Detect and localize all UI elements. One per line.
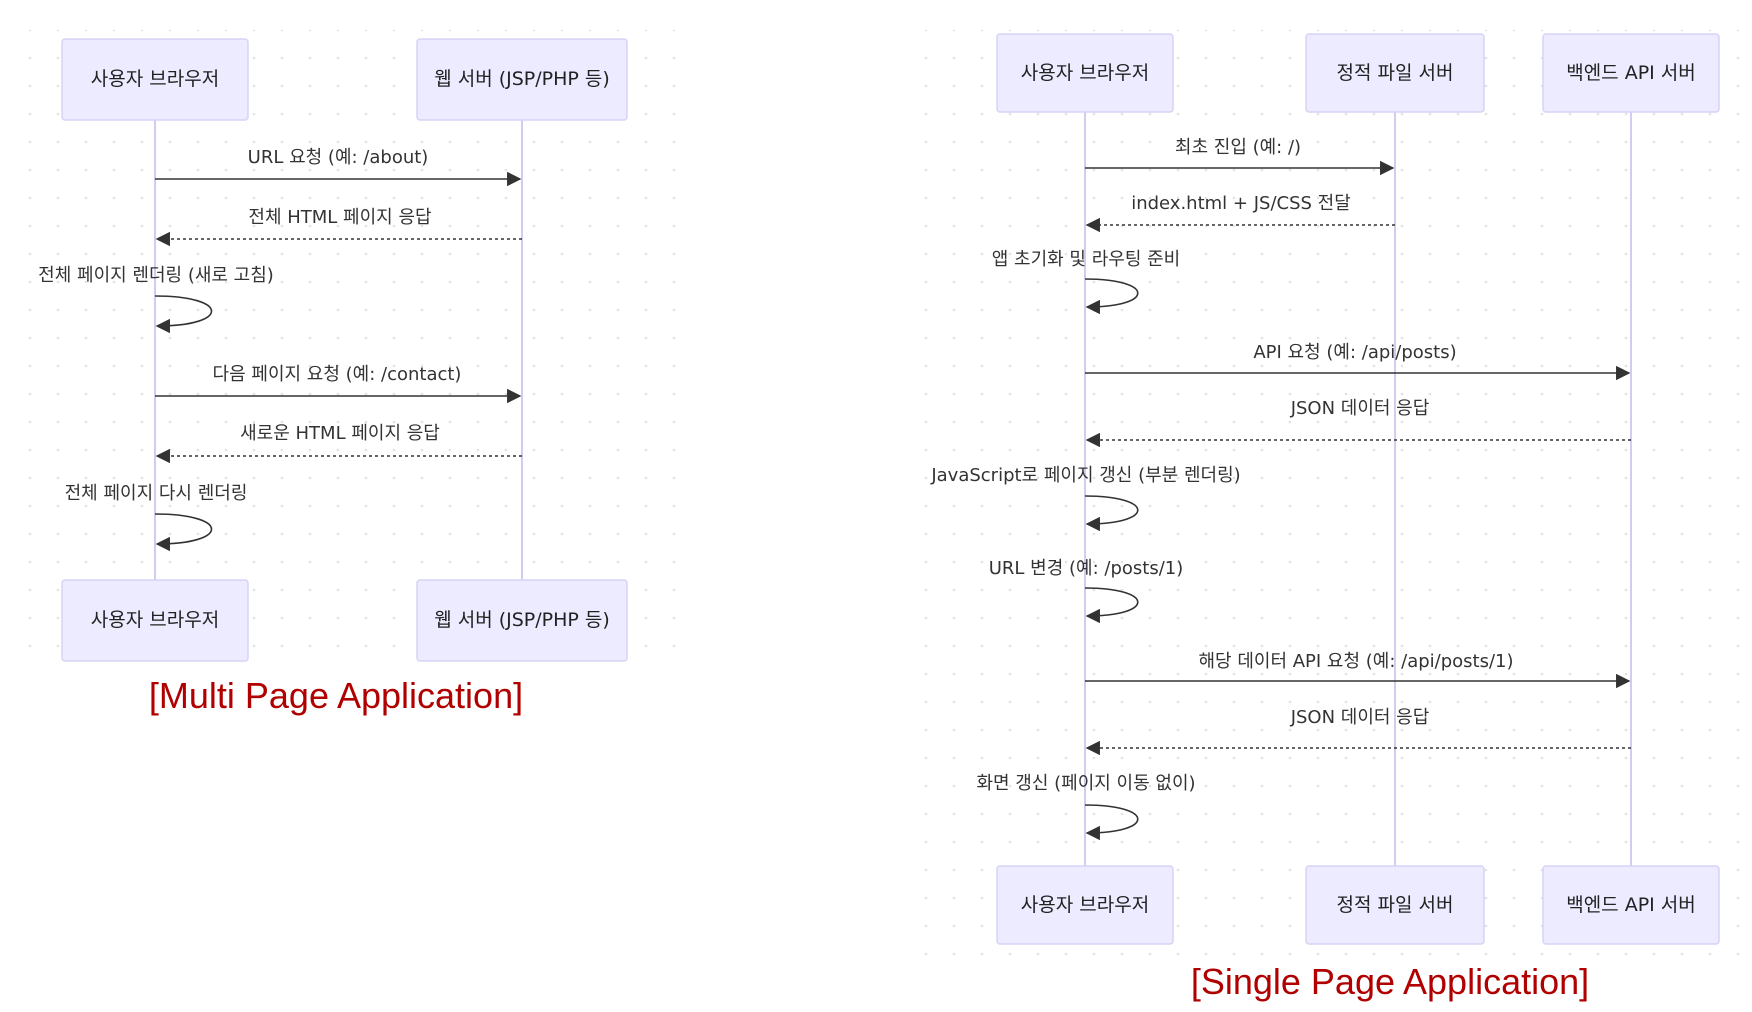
mpa-message-label: 전체 HTML 페이지 응답 <box>248 207 431 228</box>
spa-message-label: JSON 데이터 응답 <box>1290 398 1430 419</box>
spa-grid-background <box>905 30 1750 960</box>
mpa-self-loop <box>154 295 213 334</box>
spa-static-actor-bottom <box>1305 865 1485 945</box>
mpa-caption: [Multi Page Application] <box>149 675 523 716</box>
spa-api-actor-bottom <box>1542 865 1720 945</box>
mpa-server-actor-bottom <box>416 579 628 662</box>
mpa-grid-background <box>20 30 700 670</box>
mpa-server-actor-top <box>416 38 628 121</box>
spa-browser-actor-bottom <box>996 865 1174 945</box>
mpa-browser-actor-bottom <box>61 579 249 662</box>
spa-self-message-label: URL 변경 (예: /posts/1) <box>989 558 1184 579</box>
spa-api-actor-top-label: 백엔드 API 서버 <box>1566 62 1696 84</box>
spa-message-label: index.html + JS/CSS 전달 <box>1131 193 1351 214</box>
spa-static-actor-top <box>1305 33 1485 113</box>
mpa-browser-actor-top-label: 사용자 브라우저 <box>91 68 219 90</box>
spa-self-message-label: JavaScript로 페이지 갱신 (부분 렌더링) <box>930 465 1240 486</box>
spa-browser-actor-bottom-label: 사용자 브라우저 <box>1021 894 1149 916</box>
spa-message-label: JSON 데이터 응답 <box>1290 707 1430 728</box>
spa-api-actor-bottom-label: 백엔드 API 서버 <box>1566 894 1696 916</box>
spa-self-loop <box>1084 495 1139 532</box>
mpa-server-actor-bottom-label: 웹 서버 (JSP/PHP 등) <box>434 609 610 631</box>
spa-self-loop <box>1084 587 1139 624</box>
spa-browser-actor-top-label: 사용자 브라우저 <box>1021 62 1149 84</box>
spa-message-label: 해당 데이터 API 요청 (예: /api/posts/1) <box>1198 651 1513 672</box>
spa-api-actor-top <box>1542 33 1720 113</box>
spa-static-actor-bottom-label: 정적 파일 서버 <box>1337 894 1454 916</box>
spa-static-actor-top-label: 정적 파일 서버 <box>1337 62 1454 84</box>
mpa-message-label: URL 요청 (예: /about) <box>248 147 429 168</box>
mpa-self-loop <box>154 513 213 552</box>
mpa-browser-actor-top <box>61 38 249 121</box>
spa-browser-actor-top <box>996 33 1174 113</box>
spa-self-loop <box>1084 804 1139 841</box>
spa-message-label: API 요청 (예: /api/posts) <box>1253 342 1456 363</box>
mpa-self-message-label: 전체 페이지 다시 렌더링 <box>65 483 248 504</box>
spa-self-message-label: 화면 갱신 (페이지 이동 없이) <box>976 773 1195 794</box>
spa-message-label: 최초 진입 (예: /) <box>1175 137 1301 158</box>
mpa-server-actor-top-label: 웹 서버 (JSP/PHP 등) <box>434 68 610 90</box>
mpa-self-message-label: 전체 페이지 렌더링 (새로 고침) <box>38 265 274 286</box>
spa-self-loop <box>1084 278 1139 315</box>
spa-diagram: 사용자 브라우저 정적 파일 서버 백엔드 API 서버 최초 진입 (예: /… <box>930 33 1720 1002</box>
mpa-browser-actor-bottom-label: 사용자 브라우저 <box>91 609 219 631</box>
mpa-message-label: 새로운 HTML 페이지 응답 <box>240 423 440 444</box>
spa-caption: [Single Page Application] <box>1191 961 1589 1002</box>
spa-self-message-label: 앱 초기화 및 라우팅 준비 <box>992 249 1181 270</box>
mpa-message-label: 다음 페이지 요청 (예: /contact) <box>213 364 462 385</box>
mpa-diagram: 사용자 브라우저 웹 서버 (JSP/PHP 등) URL 요청 (예: /ab… <box>38 38 628 716</box>
